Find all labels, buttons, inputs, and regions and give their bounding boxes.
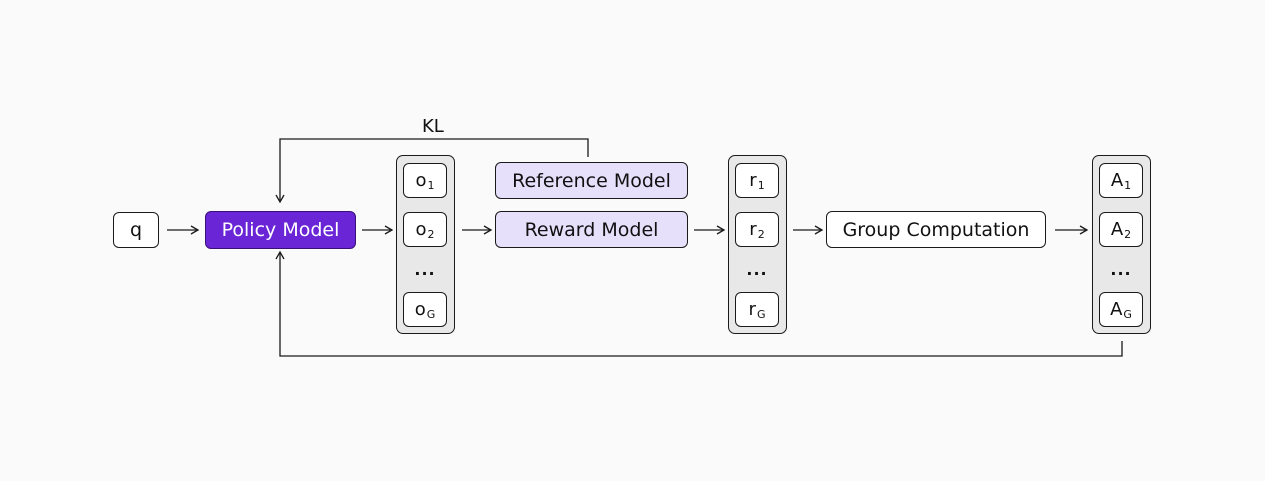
output-index: 1 <box>427 179 435 192</box>
reward-symbol: r <box>748 299 756 320</box>
advantage-symbol: A <box>1110 299 1123 320</box>
query-label: q <box>129 219 143 241</box>
outputs-ellipsis: ... <box>414 260 436 279</box>
reward-model-label: Reward Model <box>524 218 659 241</box>
output-index: 2 <box>427 228 435 241</box>
advantage-symbol: A <box>1110 170 1124 191</box>
advantage-symbol: A <box>1110 219 1124 240</box>
advantage-index: 2 <box>1124 228 1132 241</box>
query-node: q <box>113 212 159 248</box>
reward-index: 1 <box>757 179 765 192</box>
group-computation-label: Group Computation <box>842 218 1030 241</box>
output-symbol: o <box>415 170 427 191</box>
output-symbol: o <box>415 219 427 240</box>
kl-feedback-line <box>275 138 589 204</box>
advantage-index: 1 <box>1124 179 1132 192</box>
output-symbol: o <box>414 299 426 320</box>
reference-model-label: Reference Model <box>512 169 671 192</box>
advantages-ellipsis: ... <box>1110 260 1132 279</box>
rewards-ellipsis: ... <box>746 260 768 279</box>
kl-label: KL <box>422 116 444 137</box>
advantage-index: G <box>1123 308 1132 321</box>
group-computation-node: Group Computation <box>826 211 1046 248</box>
reward-symbol: r <box>749 219 757 240</box>
reference-model-node: Reference Model <box>495 162 688 199</box>
policy-model-node: Policy Model <box>205 211 356 249</box>
output-index: G <box>426 308 436 321</box>
reward-symbol: r <box>749 170 757 191</box>
reward-index: 2 <box>757 228 765 241</box>
advantage-feedback-line <box>275 250 1123 357</box>
reward-index: G <box>756 308 766 321</box>
reward-model-node: Reward Model <box>495 211 688 248</box>
policy-model-label: Policy Model <box>221 219 340 241</box>
